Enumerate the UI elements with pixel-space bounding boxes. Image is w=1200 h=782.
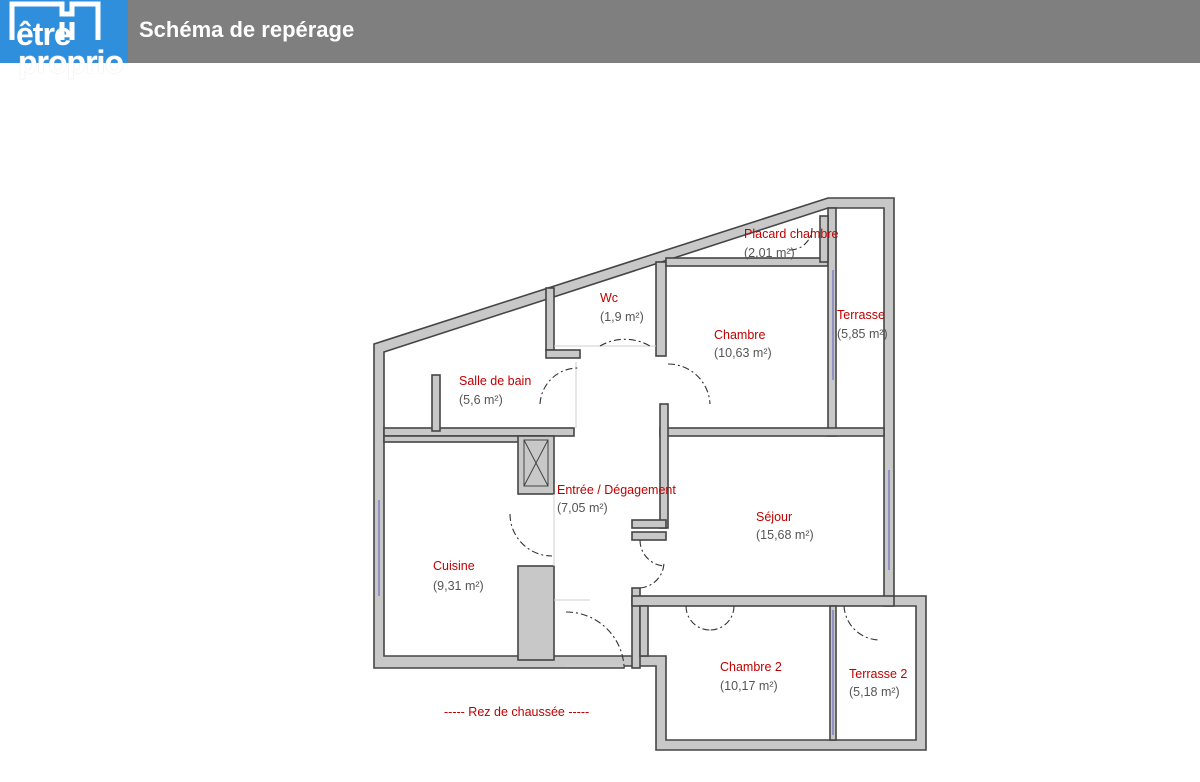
room-label-entree: Entrée / Dégagement [557, 483, 676, 497]
wall-bath-top [545, 287, 555, 351]
room-label-sejour: Séjour [756, 510, 792, 524]
room-label-bath: Salle de bain [459, 374, 531, 388]
room-area-chambre2: (10,17 m²) [720, 679, 778, 693]
door-entrance [565, 611, 625, 667]
logo-text-line2: proprio [18, 44, 124, 80]
header-bar: être proprio Schéma de repérage [0, 0, 1200, 78]
door-placard [789, 227, 813, 251]
placard-cross [523, 439, 549, 487]
room-area-bath: (5,6 m²) [459, 393, 503, 407]
door-kitchen [509, 513, 553, 557]
room-area-sejour: (15,68 m²) [756, 528, 814, 542]
room-area-wc: (1,9 m²) [600, 310, 644, 324]
room-label-cuisine: Cuisine [433, 559, 475, 573]
room-label-chambre: Chambre [714, 328, 765, 342]
door-bath [539, 367, 579, 405]
room-label-placard: Placard chambre [744, 227, 839, 241]
wall-bath-entree [545, 349, 581, 359]
door-chambre2a [685, 605, 711, 631]
doors [509, 227, 881, 667]
door-terrasse2 [843, 605, 881, 641]
room-area-chambre: (10,63 m²) [714, 346, 772, 360]
wall-chambre-bottom [659, 427, 885, 437]
level-label: ----- Rez de chaussée ----- [444, 705, 589, 719]
wall-sejour-stub2 [631, 531, 667, 541]
room-area-cuisine: (9,31 m²) [433, 579, 484, 593]
inner-lines [553, 345, 656, 667]
wall-bath-bottom [383, 427, 575, 437]
room-label-wc: Wc [600, 291, 618, 305]
wall-entree-col [517, 435, 555, 495]
logo-text-line1: être [16, 16, 72, 52]
logo-house-icon [9, 1, 101, 40]
door-sejour [639, 539, 665, 567]
door-chambre2b [709, 605, 735, 631]
door-sejour2 [639, 561, 665, 589]
outer-wall [373, 197, 927, 751]
wall-placard-right [819, 215, 829, 263]
windows [378, 270, 890, 735]
room-area-terrasse: (5,85 m²) [837, 327, 888, 341]
room-area-terrasse2: (5,18 m²) [849, 685, 900, 699]
wall-wc-right [655, 261, 667, 357]
wall-chambre2-left [639, 605, 649, 657]
wall-chambre2-top [631, 595, 895, 607]
wall-sejour-stub [631, 519, 667, 529]
logo[interactable]: être proprio [0, 0, 128, 78]
door-chambre [667, 363, 711, 405]
wall-chambre-right [827, 207, 837, 437]
wall-sejour-left [659, 403, 669, 529]
room-label-terrasse: Terrasse [837, 308, 885, 322]
door-wc [599, 338, 651, 347]
room-label-chambre2: Chambre 2 [720, 660, 782, 674]
wall-kitchen-right [517, 565, 555, 661]
room-area-entree: (7,05 m²) [557, 501, 608, 515]
page-title: Schéma de repérage [139, 17, 355, 42]
room-labels: Placard chambre (2,01 m²) Wc (1,9 m²) Ch… [433, 227, 907, 699]
room-area-placard: (2,01 m²) [744, 246, 795, 260]
wall-bath-stub [431, 374, 441, 432]
room-label-terrasse2: Terrasse 2 [849, 667, 907, 681]
